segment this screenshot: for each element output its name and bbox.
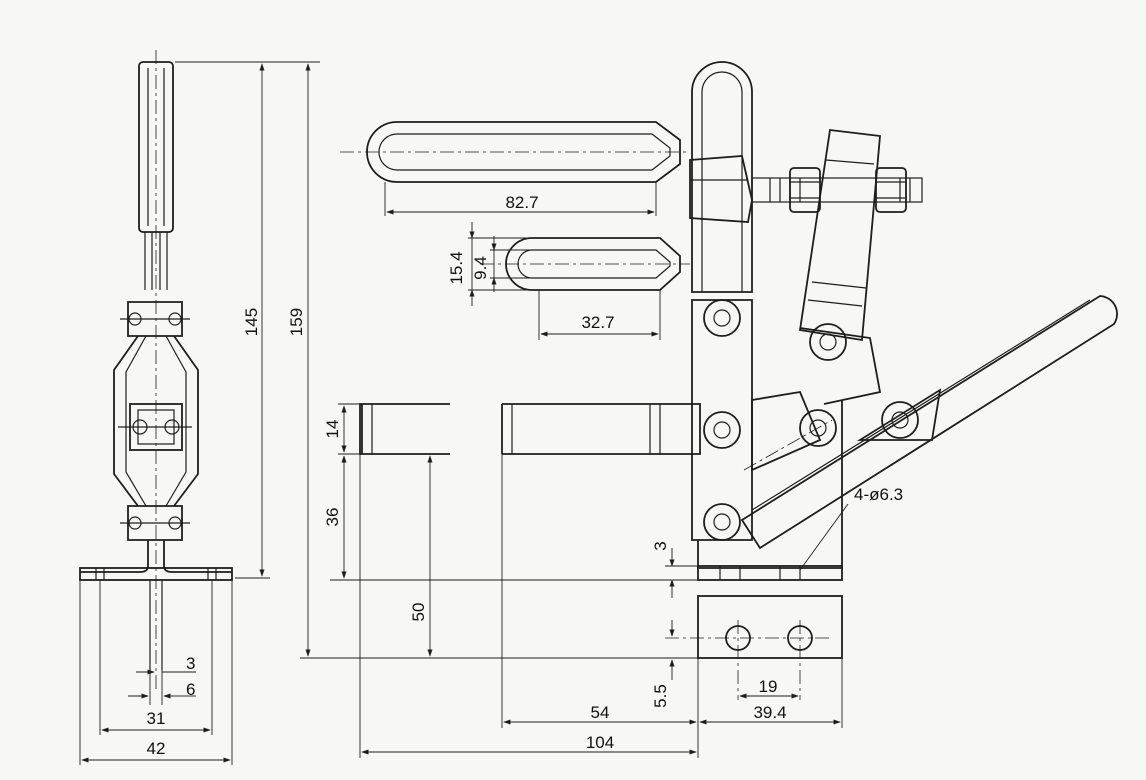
dim-104-label: 104 (586, 733, 614, 752)
long-arm-view (340, 121, 690, 216)
dim-3-front-label: 3 (186, 654, 195, 673)
dim-50-label: 50 (409, 603, 428, 622)
dim-32-7-label: 32.7 (581, 313, 614, 332)
dim-42-label: 42 (147, 739, 166, 758)
dim-54-label: 54 (591, 703, 610, 722)
dim-31-label: 31 (147, 709, 166, 728)
dim-6-label: 6 (186, 680, 195, 699)
dim-39-4-label: 39.4 (753, 703, 786, 722)
dim-5-5-label: 5.5 (651, 684, 670, 708)
dim-15-4-label: 15.4 (447, 251, 466, 284)
hole-spec-label: 4-ø6.3 (854, 485, 903, 504)
dim-159-label: 159 (287, 308, 306, 336)
dim-82-7-label: 82.7 (505, 193, 538, 212)
front-view (79, 50, 233, 690)
dim-3-side-label: 3 (651, 541, 670, 550)
dim-19-label: 19 (759, 677, 778, 696)
dim-14-label: 14 (323, 420, 342, 439)
short-arm-view (468, 222, 690, 340)
front-view-dimensions (79, 61, 320, 765)
side-view-dimensions (300, 403, 843, 758)
dim-36-label: 36 (323, 508, 342, 527)
side-view (359, 61, 1118, 700)
dim-9-4-label: 9.4 (471, 256, 490, 280)
dim-145-label: 145 (242, 308, 261, 336)
